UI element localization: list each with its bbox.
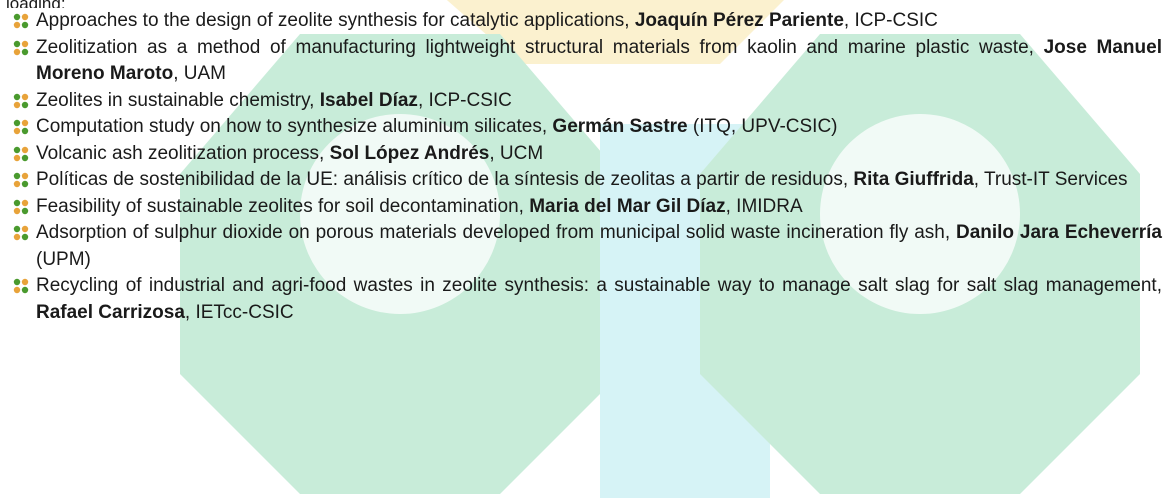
list-item: Políticas de sostenibilidad de la UE: an… xyxy=(6,167,1162,194)
talk-text: Volcanic ash zeolitization process, Sol … xyxy=(36,141,1162,168)
talk-title: Zeolitization as a method of manufacturi… xyxy=(36,36,1044,58)
four-dot-bullet-icon xyxy=(13,278,29,294)
list-item: Feasibility of sustainable zeolites for … xyxy=(6,194,1162,221)
list-item: Zeolitization as a method of manufacturi… xyxy=(6,35,1162,88)
talk-text: Computation study on how to synthesize a… xyxy=(36,114,1162,141)
speaker-name: Germán Sastre xyxy=(552,116,688,137)
speaker-affiliation: , UCM xyxy=(489,142,544,164)
list-item: Adsorption of sulphur dioxide on porous … xyxy=(6,220,1162,273)
speaker-name: Sol López Andrés xyxy=(329,142,490,164)
speaker-affiliation: , IMIDRA xyxy=(725,195,803,217)
watermark-left-hole xyxy=(300,114,500,314)
four-dot-bullet-icon xyxy=(13,40,29,55)
talk-text: Políticas de sostenibilidad de la UE: an… xyxy=(36,167,1162,194)
four-dot-bullet-icon xyxy=(13,119,29,135)
speaker-name: Jose Manuel Moreno Maroto xyxy=(36,36,1162,85)
four-dot-bullet-icon xyxy=(13,146,29,161)
speaker-name: Rafael Carrizosa xyxy=(36,301,185,323)
list-item: Computation study on how to synthesize a… xyxy=(6,114,1162,141)
speaker-name: Danilo Jara Echeverría xyxy=(955,222,1162,243)
speaker-affiliation: , IETcc-CSIC xyxy=(184,301,294,323)
talk-title: Recycling of industrial and agri-food wa… xyxy=(36,275,1162,296)
speaker-affiliation: (ITQ, UPV-CSIC) xyxy=(687,116,838,137)
talk-text: Adsorption of sulphur dioxide on porous … xyxy=(36,220,1162,273)
talk-title: Feasibility of sustainable zeolites for … xyxy=(36,195,530,217)
speaker-affiliation: , UAM xyxy=(173,63,226,84)
four-dot-bullet-icon xyxy=(13,13,29,29)
watermark-yellow-hexagon xyxy=(446,0,784,64)
talk-text: Recycling of industrial and agri-food wa… xyxy=(36,273,1162,326)
list-item: Approaches to the design of zeolite synt… xyxy=(6,8,1162,35)
talk-list: Approaches to the design of zeolite synt… xyxy=(6,8,1162,326)
list-item: Recycling of industrial and agri-food wa… xyxy=(6,273,1162,326)
speaker-affiliation: , ICP-CSIC xyxy=(417,89,512,111)
watermark-right-hole xyxy=(820,114,1020,314)
speaker-name: Rita Giuffrida xyxy=(853,169,974,190)
talk-text: Approaches to the design of zeolite synt… xyxy=(36,8,1162,35)
speaker-name: Maria del Mar Gil Díaz xyxy=(529,195,726,217)
talk-text: Zeolitization as a method of manufacturi… xyxy=(36,35,1162,88)
speaker-affiliation: (UPM) xyxy=(36,248,91,270)
talk-title: Volcanic ash zeolitization process, xyxy=(36,142,330,164)
list-item: Zeolites in sustainable chemistry, Isabe… xyxy=(6,88,1162,115)
document-content: loading: Approaches to the design of zeo… xyxy=(6,0,1162,326)
talk-text: Feasibility of sustainable zeolites for … xyxy=(36,194,1162,221)
speaker-name: Joaquín Pérez Pariente xyxy=(634,10,844,31)
four-dot-bullet-icon xyxy=(13,172,29,188)
talk-text: Zeolites in sustainable chemistry, Isabe… xyxy=(36,88,1162,115)
talk-title: Computation study on how to synthesize a… xyxy=(36,116,553,137)
speaker-affiliation: , Trust-IT Services xyxy=(973,169,1128,190)
four-dot-bullet-icon xyxy=(13,225,29,241)
four-dot-bullet-icon xyxy=(13,93,29,108)
talk-title: Políticas de sostenibilidad de la UE: an… xyxy=(36,169,854,190)
speaker-affiliation: , ICP-CSIC xyxy=(843,10,938,31)
four-dot-bullet-icon xyxy=(13,199,29,214)
list-item: Volcanic ash zeolitization process, Sol … xyxy=(6,141,1162,168)
talk-title: Adsorption of sulphur dioxide on porous … xyxy=(36,222,956,243)
speaker-name: Isabel Díaz xyxy=(319,89,418,111)
section-heading: loading: xyxy=(6,0,1162,8)
talk-title: Approaches to the design of zeolite synt… xyxy=(36,10,635,31)
talk-title: Zeolites in sustainable chemistry, xyxy=(36,89,320,111)
